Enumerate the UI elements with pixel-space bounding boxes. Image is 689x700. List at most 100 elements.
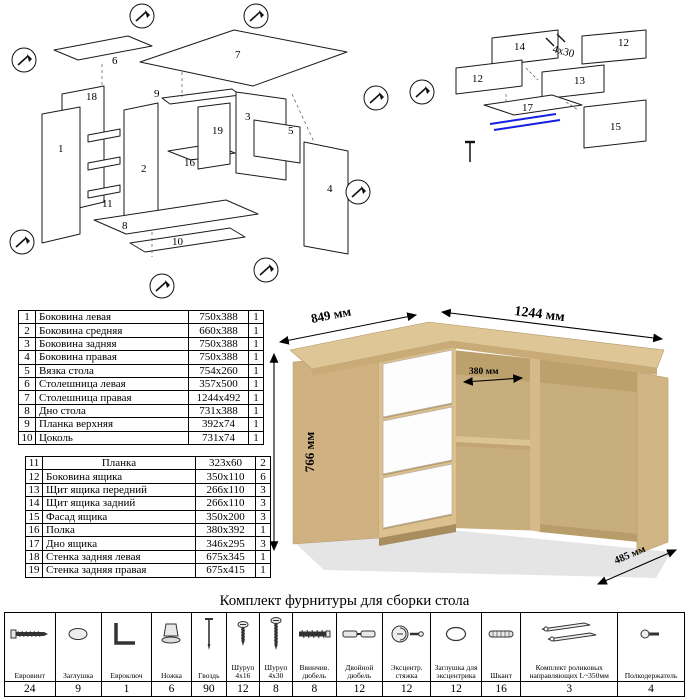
part-size: 750x388 [188, 350, 249, 365]
part-name: Стенка задняя левая [42, 549, 196, 565]
hardware-kit-title: Комплект фурнитуры для сборки стола [219, 593, 470, 609]
screw-size-label: 4x30 [551, 43, 576, 60]
hardware-item-body: Полкодержатель [618, 613, 684, 681]
part-num: 15 [25, 509, 43, 524]
hardware-item-name: Евроключ [110, 670, 143, 680]
drawer-slides-icon [540, 616, 598, 652]
panel-bottom [93, 199, 259, 235]
drawer-rail [87, 184, 121, 199]
part-name: Полка [42, 522, 196, 538]
desk-panels-group [41, 29, 349, 255]
double-dowel-icon [341, 616, 377, 652]
part-number-label: 17 [522, 102, 534, 114]
part-qty: 1 [255, 563, 271, 578]
part-name: Фасад ящика [42, 509, 196, 524]
part-name: Планка [42, 455, 196, 471]
drawer-front-3 [382, 463, 453, 529]
part-num: 12 [25, 469, 43, 484]
hardware-item-body: Двойной дюбель [337, 613, 382, 681]
part-name: Дно ящика [42, 536, 196, 551]
part-size: 731x74 [188, 430, 249, 445]
fastener-callout [409, 79, 435, 105]
interior-shade [452, 350, 638, 392]
part-number-label: 10 [172, 236, 184, 248]
hardware-item-body: Ввинчив. дюбель [293, 613, 336, 681]
shelf [454, 436, 530, 446]
hardware-item-name: Шуруп 4x30 [264, 662, 288, 680]
part-qty: 1 [248, 323, 264, 338]
part-number-label: 7 [235, 49, 241, 61]
part-num: 2 [18, 323, 36, 338]
part-num: 8 [18, 403, 36, 419]
shelf-edge [454, 442, 530, 450]
drawer-front-1 [382, 349, 453, 418]
hardware-item-body: Заглушка для эксцентрика [431, 613, 481, 681]
part-name: Щит ящика передний [42, 482, 196, 498]
cabinet-base [379, 524, 456, 546]
hardware-item-qty: 16 [481, 681, 521, 696]
hardware-item-name: Комплект роликовых направляющих L~350мм [529, 662, 609, 680]
part-num: 11 [25, 455, 43, 471]
panel-side-left [41, 106, 81, 244]
hardware-item-qty: 12 [336, 681, 382, 696]
part-qty: 1 [248, 350, 264, 365]
part-number-label: 19 [212, 125, 224, 137]
hardware-item-qty: 4 [618, 681, 684, 696]
hardware-item-qty: 8 [292, 681, 336, 696]
dim-766: 766 мм [302, 432, 317, 473]
hardware-item-body: Эксцентр. стяжка [383, 613, 430, 681]
part-qty: 1 [248, 363, 264, 378]
part-size: 350x110 [195, 469, 256, 484]
drawer-front-panel [541, 64, 605, 100]
hardware-item-body: Шуруп 4x30 [260, 613, 292, 681]
drawer-bottom-panel [483, 94, 583, 116]
hardware-item-body: Евроключ [102, 613, 152, 681]
part-num: 10 [18, 430, 36, 445]
part-number-label: 14 [514, 41, 526, 53]
part-num: 7 [18, 390, 36, 405]
part-number-label: 13 [574, 75, 586, 87]
cam-cap-icon [445, 616, 467, 652]
part-num: 9 [18, 417, 36, 432]
cap-plug-icon [67, 616, 89, 652]
desk-render-svg: 849 мм 1244 мм 766 мм 380 мм 485 мм [269, 303, 678, 585]
part-name: Боковина правая [35, 350, 189, 365]
screw-4x16-icon [237, 616, 249, 652]
screw-4x30-icon [270, 616, 282, 652]
plinth [540, 524, 638, 542]
part-name: Дно стола [35, 403, 189, 419]
hardware-item-body: Заглушка [56, 613, 101, 681]
part-size: 750x388 [188, 336, 249, 352]
desk-render: 849 мм 1244 мм 766 мм 380 мм 485 мм [266, 292, 689, 594]
part-number-label: 9 [154, 88, 160, 100]
part-name: Столешница правая [35, 390, 189, 405]
desktop-edge [312, 341, 657, 376]
part-number-label: 5 [288, 125, 294, 137]
drawer-side-panel [455, 59, 523, 95]
part-name: Цоколь [35, 430, 189, 445]
part-number-label: 12 [472, 73, 483, 85]
part-num: 13 [25, 482, 43, 498]
part-name: Планка верхняя [35, 417, 189, 432]
part-name: Стенка задняя правая [42, 563, 196, 578]
part-name: Боковина средняя [35, 323, 189, 338]
